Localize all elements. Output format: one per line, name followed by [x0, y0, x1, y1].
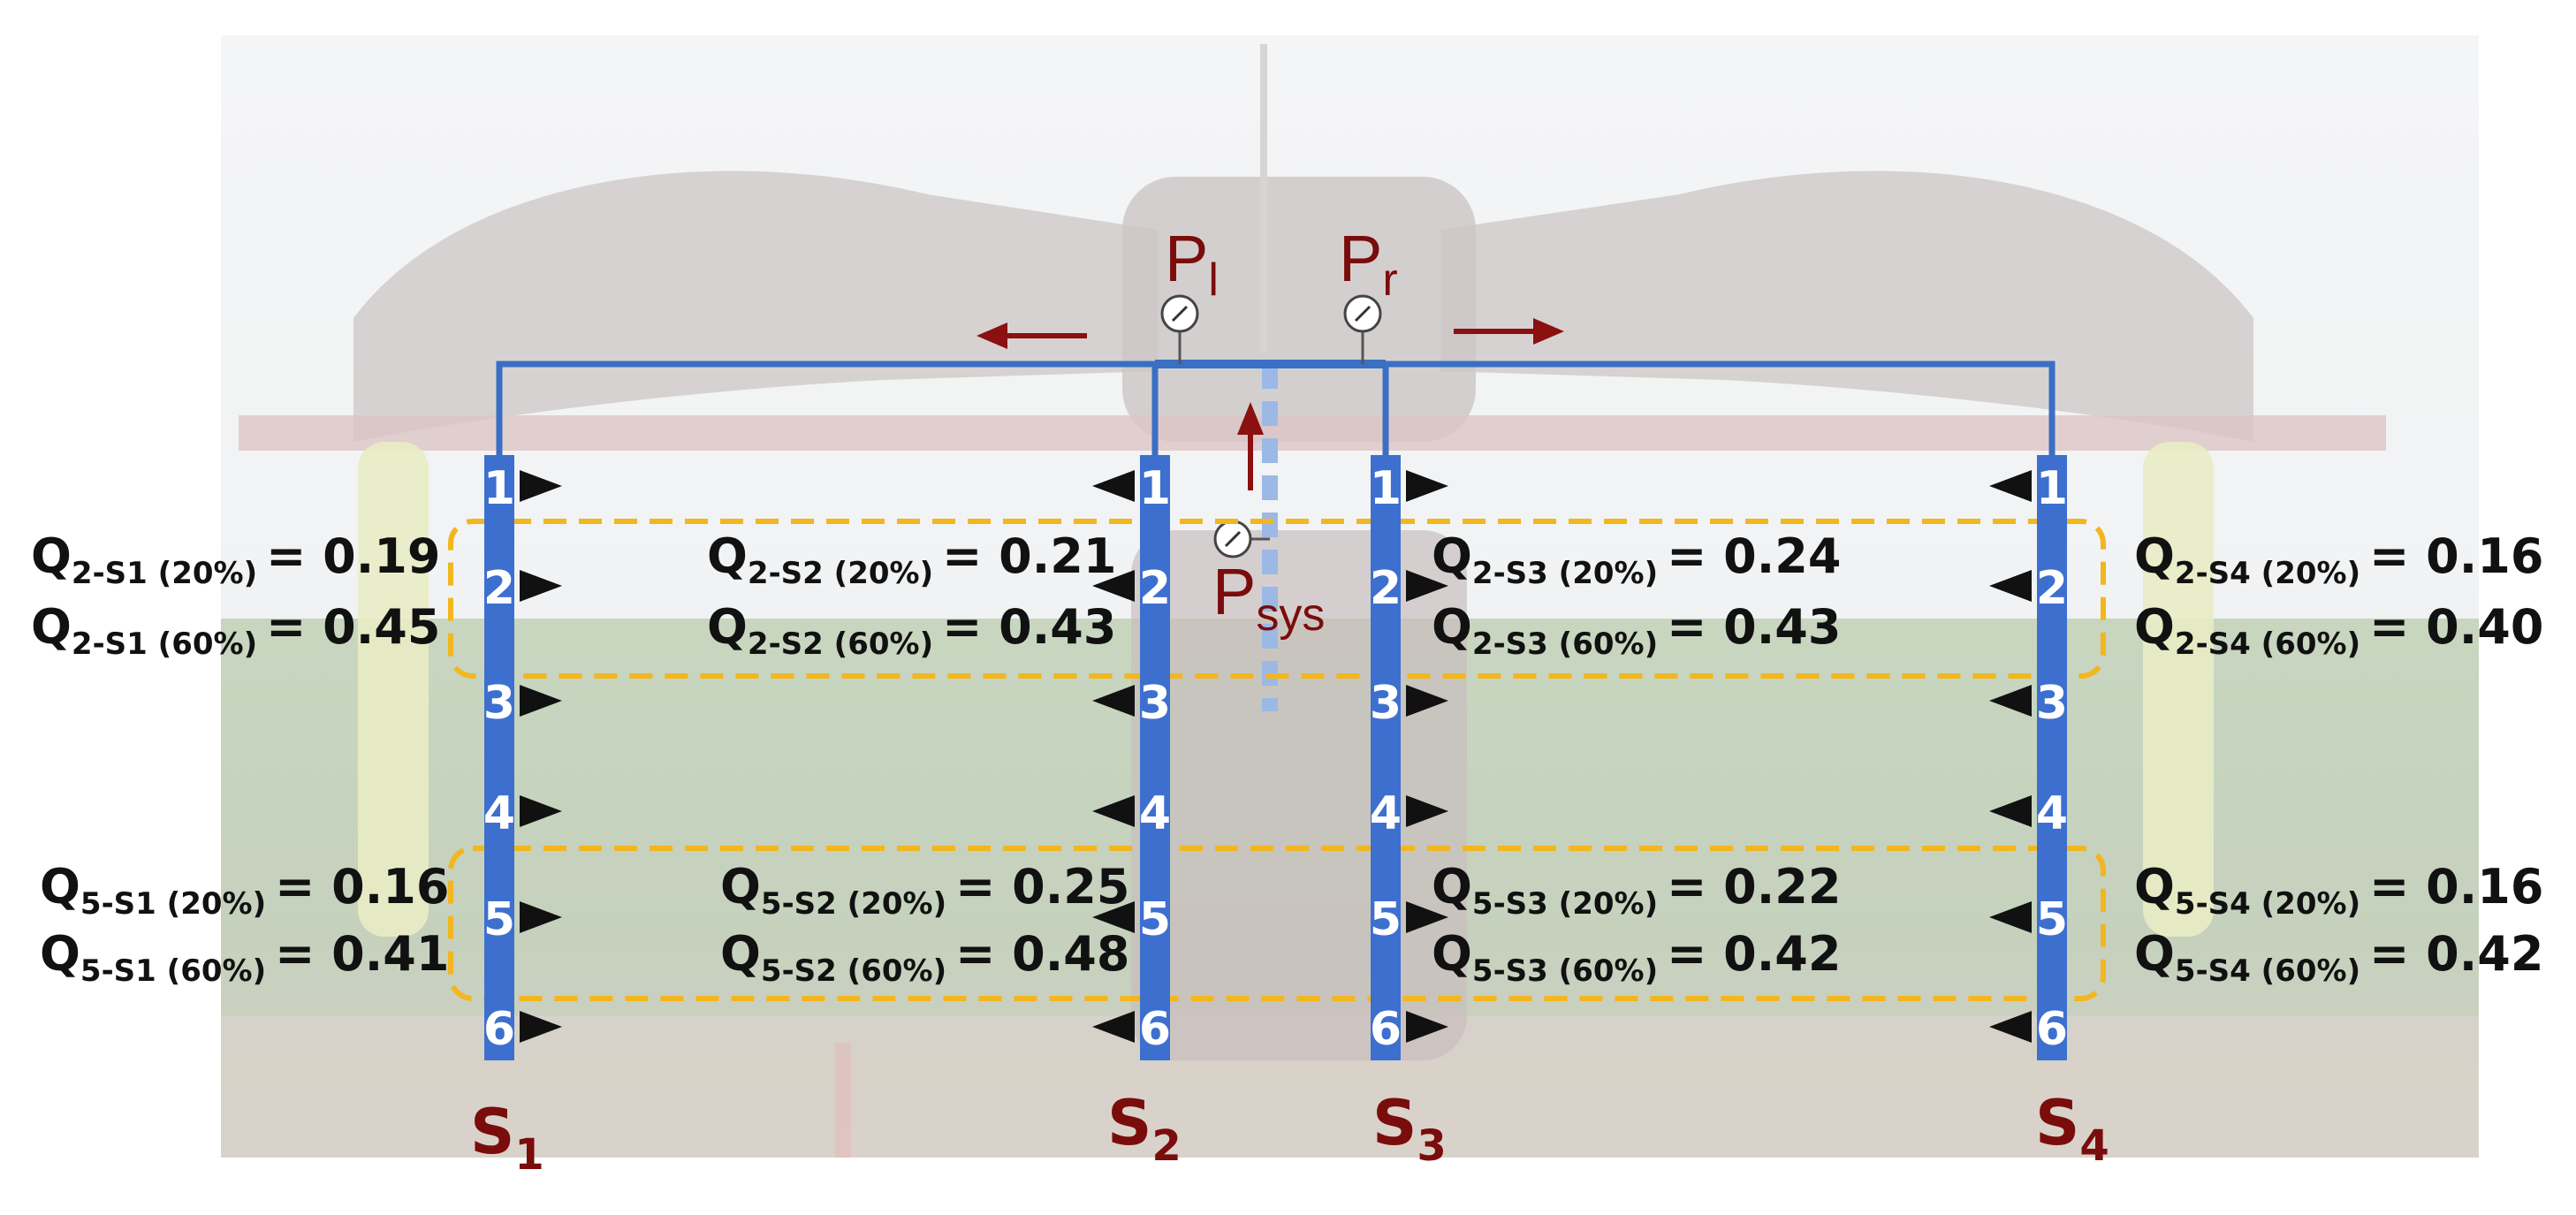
flow-label-q2-s3: Q2-S3 (20%)= 0.24 Q2-S3 (60%)= 0.43 [1432, 528, 1841, 662]
gauge-system [1213, 520, 1270, 558]
flow-arrows [976, 318, 1564, 490]
flow-label-q5-s4: Q5-S4 (20%)= 0.16 Q5-S4 (60%)= 0.42 [2134, 859, 2543, 989]
pipe-network [496, 360, 2055, 711]
highlight-box-nozzle-2 [448, 519, 2106, 679]
nozzle-spray-icon [1406, 685, 1448, 717]
svg-text:Q5-S3 (20%)= 0.22: Q5-S3 (20%)= 0.22 [1432, 859, 1841, 922]
highlight-box-nozzle-5 [448, 846, 2106, 1001]
section-label-s4: S4 [2035, 1087, 2109, 1171]
nozzle-spray-icon [1406, 795, 1448, 827]
arrow-right-icon [1454, 318, 1564, 345]
svg-text:Q5-S4 (60%)= 0.42: Q5-S4 (60%)= 0.42 [2134, 926, 2543, 989]
nozzle-spray-icon [1989, 570, 2032, 602]
section-label-s3: S3 [1372, 1087, 1447, 1171]
nozzle-number: 2 [2036, 562, 2068, 615]
nozzle-spray-icon [1989, 901, 2032, 933]
nozzle-spray-icon [1092, 795, 1135, 827]
nozzle-number: 1 [483, 462, 515, 515]
nozzle-number: 5 [483, 893, 515, 946]
label-p-left: Pl [1165, 222, 1219, 306]
svg-text:Q2-S4 (60%)= 0.40: Q2-S4 (60%)= 0.40 [2134, 599, 2543, 662]
svg-text:Q5-S4 (20%)= 0.16: Q5-S4 (20%)= 0.16 [2134, 859, 2543, 922]
nozzle-spray-icon [1989, 795, 2032, 827]
nozzle-number: 6 [483, 1003, 515, 1056]
nozzle-spray-icon [520, 470, 562, 502]
nozzle-number: 4 [483, 787, 515, 840]
nozzle-spray-icon [1092, 470, 1135, 502]
nozzle-spray-icon [520, 795, 562, 827]
gauge-right [1343, 294, 1382, 364]
flow-label-q2-s4: Q2-S4 (20%)= 0.16 Q2-S4 (60%)= 0.40 [2134, 528, 2543, 662]
arrow-up-icon [1237, 402, 1264, 490]
nozzle-spray-icon [1406, 570, 1448, 602]
svg-text:Q2-S1 (20%)= 0.19: Q2-S1 (20%)= 0.19 [31, 528, 440, 591]
svg-text:Q2-S3 (20%)= 0.24: Q2-S3 (20%)= 0.24 [1432, 528, 1841, 591]
nozzle-number: 1 [2036, 462, 2068, 515]
gauge-left [1160, 294, 1199, 364]
svg-text:Q5-S2 (60%)= 0.48: Q5-S2 (60%)= 0.48 [720, 926, 1129, 989]
nozzle-number: 4 [2036, 787, 2068, 840]
svg-text:Q5-S3 (60%)= 0.42: Q5-S3 (60%)= 0.42 [1432, 926, 1841, 989]
nozzle-number: 1 [1139, 462, 1171, 515]
svg-text:Q2-S2 (20%)= 0.21: Q2-S2 (20%)= 0.21 [707, 528, 1116, 591]
svg-text:Q5-S1 (60%)= 0.41: Q5-S1 (60%)= 0.41 [40, 926, 449, 989]
nozzle-number: 3 [1370, 677, 1402, 730]
nozzle-number: 3 [2036, 677, 2068, 730]
nozzle-spray-icon [520, 685, 562, 717]
section-label-s1: S1 [470, 1096, 544, 1180]
flow-label-q5-s1: Q5-S1 (20%)= 0.16 Q5-S1 (60%)= 0.41 [40, 859, 449, 989]
flow-label-q5-s3: Q5-S3 (20%)= 0.22 Q5-S3 (60%)= 0.42 [1432, 859, 1841, 989]
nozzle-spray-icon [520, 1011, 562, 1043]
section-label-s2: S2 [1107, 1087, 1182, 1171]
nozzle-number: 5 [2036, 893, 2068, 946]
column-s2 [1140, 455, 1170, 1060]
svg-text:Q2-S3 (60%)= 0.43: Q2-S3 (60%)= 0.43 [1432, 599, 1841, 662]
svg-text:Q5-S2 (20%)= 0.25: Q5-S2 (20%)= 0.25 [720, 859, 1129, 922]
background-photo [221, 35, 2479, 1158]
nozzle-spray-icon [1092, 1011, 1135, 1043]
nozzle-spray-icon [520, 901, 562, 933]
svg-text:Q2-S2 (60%)= 0.43: Q2-S2 (60%)= 0.43 [707, 599, 1116, 662]
nozzle-number: 2 [483, 562, 515, 615]
label-p-system: Psys [1212, 555, 1325, 641]
column-s1 [484, 455, 514, 1060]
section-columns: 1 2 3 4 5 6 1 2 3 4 5 6 1 2 3 4 5 6 1 2 3 4 5 6 [483, 455, 2068, 1060]
nozzle-spray-icon [1092, 685, 1135, 717]
nozzle-spray-icon [1406, 470, 1448, 502]
nozzle-spray-icon [1989, 470, 2032, 502]
nozzle-number: 6 [1139, 1003, 1171, 1056]
nozzle-number: 4 [1139, 787, 1171, 840]
nozzle-number: 1 [1370, 462, 1402, 515]
nozzle-number: 5 [1370, 893, 1402, 946]
nozzle-number: 2 [1139, 562, 1171, 615]
nozzle-number: 6 [1370, 1003, 1402, 1056]
nozzle-number: 5 [1139, 893, 1171, 946]
nozzle-spray-icon [520, 570, 562, 602]
svg-text:Q2-S4 (20%)= 0.16: Q2-S4 (20%)= 0.16 [2134, 528, 2543, 591]
svg-text:Q2-S1 (60%)= 0.45: Q2-S1 (60%)= 0.45 [31, 599, 440, 662]
nozzle-number: 3 [1139, 677, 1171, 730]
nozzle-spray-icon [1989, 685, 2032, 717]
nozzle-number: 4 [1370, 787, 1402, 840]
nozzle-number: 3 [483, 677, 515, 730]
arrow-left-icon [976, 323, 1087, 349]
nozzle-spray-icon [1092, 901, 1135, 933]
nozzle-spray-icon [1406, 901, 1448, 933]
nozzle-spray-icon [1406, 1011, 1448, 1043]
nozzle-number: 2 [1370, 562, 1402, 615]
nozzle-spray-icon [1092, 570, 1135, 602]
nozzle-number: 6 [2036, 1003, 2068, 1056]
nozzle-spray-icon [1989, 1011, 2032, 1043]
svg-text:Q5-S1 (20%)= 0.16: Q5-S1 (20%)= 0.16 [40, 859, 449, 922]
flow-label-q5-s2: Q5-S2 (20%)= 0.25 Q5-S2 (60%)= 0.48 [720, 859, 1129, 989]
column-s4 [2037, 455, 2067, 1060]
label-p-right: Pr [1339, 222, 1398, 306]
flow-label-q2-s1: Q2-S1 (20%)= 0.19 Q2-S1 (60%)= 0.45 [31, 528, 440, 662]
column-s3 [1371, 455, 1401, 1060]
flow-label-q2-s2: Q2-S2 (20%)= 0.21 Q2-S2 (60%)= 0.43 [707, 528, 1116, 662]
